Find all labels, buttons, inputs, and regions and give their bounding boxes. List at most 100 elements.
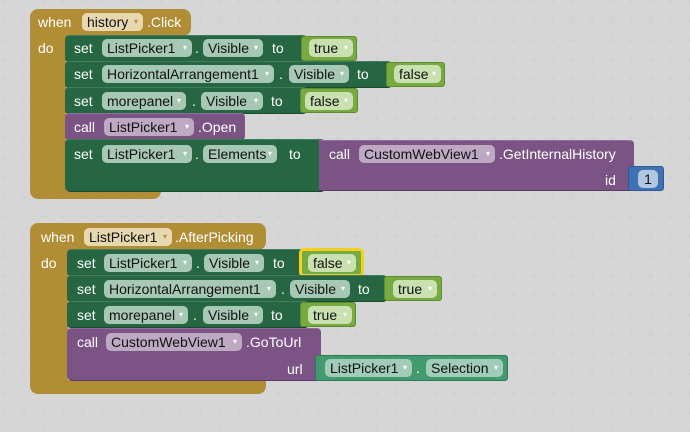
component-dropdown[interactable]: history ▾ bbox=[82, 13, 143, 31]
component-dropdown[interactable]: CustomWebView1 ▾ bbox=[359, 145, 495, 163]
boolean-value: false bbox=[399, 66, 429, 82]
component-dropdown[interactable]: ListPicker1 ▾ bbox=[104, 254, 192, 272]
dropdown-arrow-icon: ▾ bbox=[184, 122, 189, 131]
to-label: to bbox=[358, 281, 370, 297]
dropdown-arrow-icon: ▾ bbox=[182, 43, 187, 52]
do-label: do bbox=[41, 255, 57, 271]
property-dropdown[interactable]: Visible ▾ bbox=[203, 39, 263, 57]
component-dropdown[interactable]: ListPicker1 ▾ bbox=[84, 228, 172, 246]
dropdown-arrow-icon: ▾ bbox=[182, 258, 187, 267]
dot-label: . bbox=[196, 255, 200, 271]
component-dropdown[interactable]: morepanel▾ bbox=[102, 92, 186, 110]
set-label: set bbox=[77, 307, 96, 323]
dropdown-arrow-icon: ▾ bbox=[232, 337, 237, 346]
method-name: .GoToUrl bbox=[246, 334, 302, 350]
property-dropdown[interactable]: Visible▾ bbox=[290, 280, 350, 298]
call-label: call bbox=[77, 334, 99, 350]
dropdown-arrow-icon: ▾ bbox=[253, 96, 258, 105]
dropdown-arrow-icon: ▾ bbox=[346, 258, 351, 267]
set-label: set bbox=[74, 66, 93, 82]
property-dropdown[interactable]: Visible ▾ bbox=[289, 65, 349, 83]
component-name: ListPicker1 bbox=[107, 40, 176, 56]
dropdown-arrow-icon: ▾ bbox=[182, 149, 187, 158]
dropdown-arrow-icon: ▾ bbox=[266, 284, 271, 293]
when-label: when bbox=[41, 229, 75, 245]
component-dropdown[interactable]: ListPicker1 ▾ bbox=[104, 118, 194, 136]
component-name: HorizontalArrangement1 bbox=[107, 66, 259, 82]
method-name: .GetInternalHistory bbox=[499, 146, 616, 162]
to-label: to bbox=[273, 255, 285, 271]
dot-label: . bbox=[195, 40, 199, 56]
property-name: Elements bbox=[208, 146, 267, 162]
property-dropdown[interactable]: Visible ▾ bbox=[203, 306, 263, 324]
dropdown-arrow-icon: ▾ bbox=[493, 363, 498, 372]
property-dropdown[interactable]: Elements▾ bbox=[203, 145, 277, 163]
to-label: to bbox=[357, 66, 369, 82]
arg-label: url bbox=[287, 361, 303, 377]
dropdown-arrow-icon: ▾ bbox=[253, 43, 258, 52]
component-name: ListPicker1 bbox=[89, 229, 158, 245]
dot-label: . bbox=[192, 93, 196, 109]
dropdown-arrow-icon: ▾ bbox=[267, 149, 272, 158]
property-name: Visible bbox=[208, 40, 249, 56]
call-label: call bbox=[74, 119, 96, 135]
property-dropdown[interactable]: Visible▾ bbox=[201, 92, 263, 110]
dropdown-arrow-icon: ▾ bbox=[254, 258, 259, 267]
when-label: when bbox=[38, 14, 72, 30]
dropdown-arrow-icon: ▾ bbox=[339, 69, 344, 78]
boolean-dropdown[interactable]: false▾ bbox=[305, 92, 353, 110]
component-dropdown[interactable]: morepanel▾ bbox=[104, 306, 188, 324]
dropdown-arrow-icon: ▾ bbox=[343, 43, 348, 52]
dropdown-arrow-icon: ▾ bbox=[427, 284, 432, 293]
component-dropdown[interactable]: ListPicker1 ▾ bbox=[102, 39, 192, 57]
component-name: ListPicker1 bbox=[109, 255, 178, 271]
boolean-dropdown[interactable]: true▾ bbox=[309, 39, 353, 57]
boolean-value: true bbox=[313, 307, 338, 323]
boolean-dropdown[interactable]: true ▾ bbox=[308, 306, 352, 324]
boolean-dropdown[interactable]: false▾ bbox=[308, 254, 356, 272]
boolean-value: true bbox=[398, 281, 423, 297]
to-label: to bbox=[272, 40, 284, 56]
dropdown-arrow-icon: ▾ bbox=[133, 17, 138, 26]
dot-label: . bbox=[193, 307, 197, 323]
component-name: morepanel bbox=[107, 93, 174, 109]
component-name: ListPicker1 bbox=[109, 119, 178, 135]
property-name: Visible bbox=[208, 307, 249, 323]
dropdown-arrow-icon: ▾ bbox=[342, 310, 347, 319]
set-label: set bbox=[77, 281, 96, 297]
do-label: do bbox=[38, 40, 54, 56]
component-dropdown[interactable]: HorizontalArrangement1 ▾ bbox=[104, 280, 276, 298]
component-dropdown[interactable]: ListPicker1▾ bbox=[325, 359, 412, 377]
to-label: to bbox=[289, 146, 301, 162]
boolean-dropdown[interactable]: true ▾ bbox=[393, 280, 437, 298]
dropdown-arrow-icon: ▾ bbox=[431, 69, 436, 78]
dropdown-arrow-icon: ▾ bbox=[485, 149, 490, 158]
dot-label: . bbox=[281, 281, 285, 297]
component-name: CustomWebView1 bbox=[111, 334, 226, 350]
dropdown-arrow-icon: ▾ bbox=[162, 232, 167, 241]
boolean-value: false bbox=[310, 93, 340, 109]
property-name: Visible bbox=[294, 66, 335, 82]
set-label: set bbox=[77, 255, 96, 271]
property-name: Selection bbox=[431, 360, 489, 376]
dropdown-arrow-icon: ▾ bbox=[264, 69, 269, 78]
set-label: set bbox=[74, 146, 93, 162]
set-label: set bbox=[74, 40, 93, 56]
component-dropdown[interactable]: ListPicker1▾ bbox=[102, 145, 192, 163]
event-name: .Click bbox=[147, 14, 182, 30]
dropdown-arrow-icon: ▾ bbox=[253, 310, 258, 319]
dropdown-arrow-icon: ▾ bbox=[178, 310, 183, 319]
component-name: HorizontalArrangement1 bbox=[109, 281, 261, 297]
boolean-dropdown[interactable]: false▾ bbox=[394, 65, 441, 83]
number-field[interactable]: 1 bbox=[638, 170, 658, 188]
component-name: CustomWebView1 bbox=[364, 146, 479, 162]
property-dropdown[interactable]: Visible ▾ bbox=[204, 254, 264, 272]
component-dropdown[interactable]: CustomWebView1 ▾ bbox=[106, 333, 242, 351]
property-name: Visible bbox=[209, 255, 250, 271]
to-label: to bbox=[271, 307, 283, 323]
component-dropdown[interactable]: HorizontalArrangement1 ▾ bbox=[102, 65, 274, 83]
property-dropdown[interactable]: Selection ▾ bbox=[426, 359, 503, 377]
component-name: morepanel bbox=[109, 307, 176, 323]
set-label: set bbox=[74, 93, 93, 109]
dropdown-arrow-icon: ▾ bbox=[176, 96, 181, 105]
